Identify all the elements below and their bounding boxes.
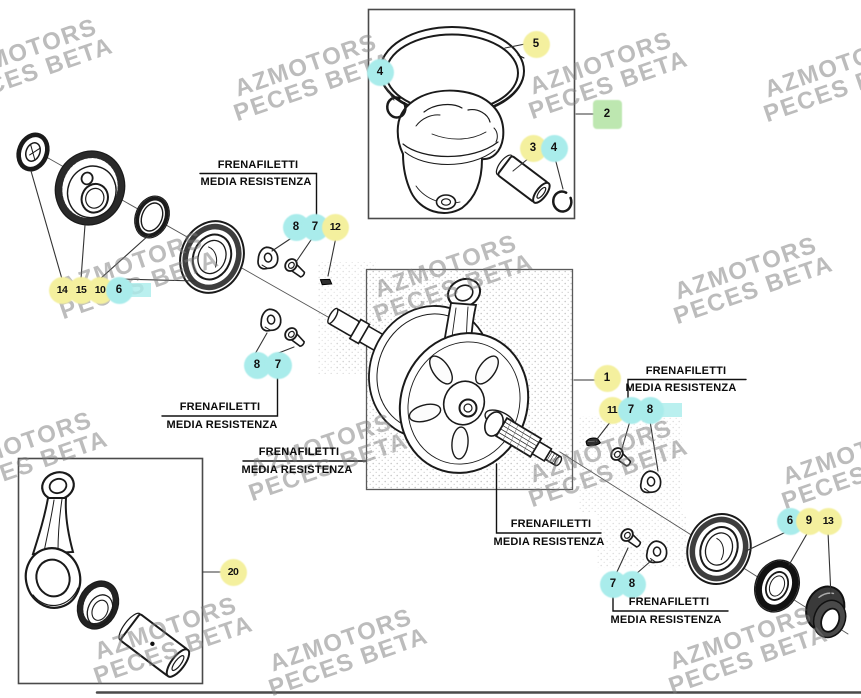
piston-part xyxy=(396,89,505,214)
callout-8[interactable]: 8 xyxy=(621,573,643,595)
label-rules xyxy=(161,172,747,612)
crank-pin-part xyxy=(118,612,191,678)
tab-washer-part xyxy=(258,307,283,333)
seal-ring-part xyxy=(134,195,170,239)
callout-10[interactable]: 10 xyxy=(89,279,111,301)
callout-13[interactable]: 13 xyxy=(817,510,839,532)
leader-lines xyxy=(30,43,832,597)
callout-8[interactable]: 8 xyxy=(639,399,661,421)
frenafiletti-label-line1: FRENAFILETTI xyxy=(258,446,340,458)
spacer-collar-part xyxy=(805,585,847,639)
callout-12[interactable]: 12 xyxy=(324,216,346,238)
clip-part xyxy=(319,278,333,286)
primary-gear-part xyxy=(54,150,126,226)
frenafiletti-label-line2: MEDIA RESISTENZA xyxy=(610,613,722,626)
callout-20[interactable]: 20 xyxy=(222,561,244,583)
oil-seal-part xyxy=(754,559,800,613)
callout-8[interactable]: 8 xyxy=(246,354,268,376)
frenafiletti-label-line1: FRENAFILETTI xyxy=(628,596,710,608)
circlip-bottom-part xyxy=(550,188,576,215)
conrod-kit-box xyxy=(17,457,204,685)
callout-4[interactable]: 4 xyxy=(543,137,565,159)
screw-part xyxy=(281,255,309,282)
crankshaft-part xyxy=(327,277,563,474)
main-bearing-left-part xyxy=(179,220,245,294)
piston-pin-part xyxy=(495,154,551,204)
frenafiletti-label-line1: FRENAFILETTI xyxy=(217,158,299,171)
piston-kit-box xyxy=(367,8,576,220)
frenafiletti-label-line2: MEDIA RESISTENZA xyxy=(200,176,312,188)
frenafiletti-label-line2: MEDIA RESISTENZA xyxy=(493,535,605,548)
frenafiletti-label-line2: MEDIA RESISTENZA xyxy=(241,463,353,476)
frenafiletti-label-line1: FRENAFILETTI xyxy=(510,518,592,530)
callout-4[interactable]: 4 xyxy=(369,61,391,83)
callout-5[interactable]: 5 xyxy=(525,33,547,55)
main-bearing-right-part xyxy=(686,513,752,585)
collar-seal-part xyxy=(16,132,50,172)
connecting-rod-part xyxy=(24,471,82,609)
needle-bearing-part xyxy=(76,580,120,630)
callout-1[interactable]: 1 xyxy=(596,367,618,389)
tab-washer-part xyxy=(255,245,280,271)
screw-part xyxy=(281,324,309,351)
frenafiletti-label-line1: FRENAFILETTI xyxy=(645,364,727,377)
callout-6[interactable]: 6 xyxy=(108,279,130,301)
frenafiletti-label-line2: MEDIA RESISTENZA xyxy=(625,382,737,394)
frenafiletti-label-line1: FRENAFILETTI xyxy=(179,401,261,413)
callout-2[interactable]: 2 xyxy=(596,103,618,125)
callout-7[interactable]: 7 xyxy=(267,354,289,376)
frenafiletti-label-line2: MEDIA RESISTENZA xyxy=(166,418,278,431)
